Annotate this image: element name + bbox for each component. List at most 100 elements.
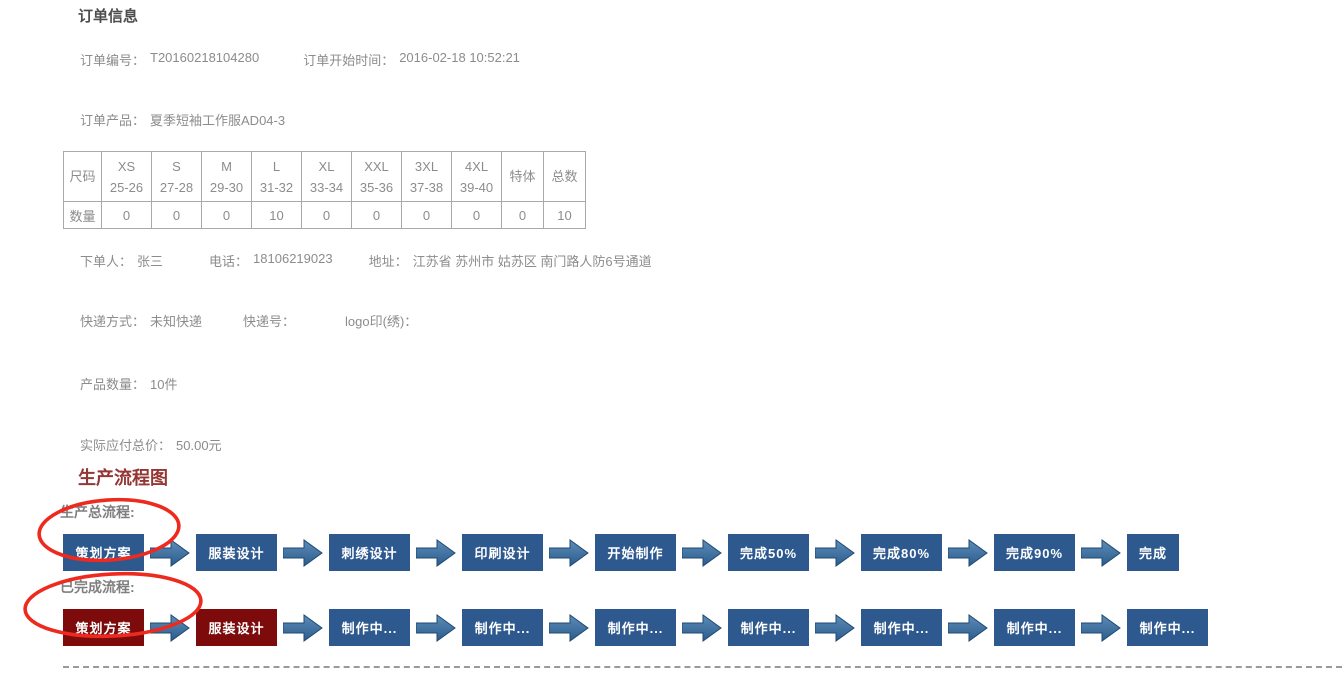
order-number: 订单编号： T20160218104280 [80, 50, 259, 69]
flow-arrow [682, 538, 722, 567]
flow-row-label: 生产总流程: [60, 504, 135, 520]
flow-arrow [416, 613, 456, 642]
logo-print-label: logo印(绣)： [345, 314, 418, 329]
flow-step: 制作中... [329, 609, 410, 646]
flow-step: 制作中... [994, 609, 1075, 646]
size-table-corner-cell: 尺码 [63, 151, 102, 202]
flow-arrow [549, 613, 589, 642]
quantity-row-label: 数量 [63, 201, 102, 229]
flow-step: 开始制作 [595, 534, 676, 571]
size-quantity-cell: 0 [401, 201, 452, 229]
flow-step: 印刷设计 [462, 534, 543, 571]
flow-step: 完成50% [728, 534, 809, 571]
buyer-name-label: 下单人： [80, 254, 133, 269]
flow-arrow-icon [150, 613, 190, 642]
flow-arrow [948, 613, 988, 642]
flow-chart-title: 生产流程图 [78, 468, 168, 488]
flow-arrow-icon [283, 538, 323, 567]
product-quantity: 产品数量： 10件 [80, 374, 177, 393]
order-meta-line: 订单编号： T20160218104280 订单开始时间： 2016-02-18… [80, 50, 520, 69]
flow-arrow [815, 538, 855, 567]
order-number-label: 订单编号： [80, 53, 146, 68]
flow-arrow-icon [682, 538, 722, 567]
express-number: 快递号： [243, 311, 300, 330]
buyer-name-value: 张三 [137, 254, 164, 269]
flow-step: 服装设计 [196, 534, 277, 571]
size-quantity-cell: 0 [501, 201, 544, 229]
buyer-phone: 电话： 18106219023 [209, 251, 333, 270]
flow-step: 刺绣设计 [329, 534, 410, 571]
flow-step: 制作中... [462, 609, 543, 646]
order-start-time-label: 订单开始时间： [303, 53, 395, 68]
flow-arrow-icon [815, 538, 855, 567]
express-line: 快递方式： 未知快递 快递号： logo印(绣)： [80, 311, 422, 330]
total-price-value: 50.00元 [176, 438, 222, 453]
total-price: 实际应付总价： 50.00元 [80, 435, 222, 454]
flow-arrow [416, 538, 456, 567]
order-product: 订单产品： 夏季短袖工作服AD04-3 [80, 110, 285, 129]
flow-step: 完成90% [994, 534, 1075, 571]
flow-step: 策划方案 [63, 609, 144, 646]
flow-arrow [1081, 613, 1121, 642]
size-quantity-cell: 0 [151, 201, 202, 229]
buyer-line: 下单人： 张三 电话： 18106219023 地址： 江苏省 苏州市 姑苏区 … [80, 251, 652, 270]
flow-arrow [682, 613, 722, 642]
flow-step: 策划方案 [63, 534, 144, 571]
flow-arrow-icon [948, 538, 988, 567]
size-column-header: 总数 [543, 151, 586, 202]
logo-print: logo印(绣)： [345, 311, 422, 330]
express-number-label: 快递号： [243, 314, 296, 329]
buyer-address: 地址： 江苏省 苏州市 姑苏区 南门路人防6号通道 [369, 251, 652, 270]
flow-row: 策划方案服装设计刺绣设计印刷设计开始制作完成50%完成80%完成90%完成 [63, 534, 1342, 571]
order-start-time: 订单开始时间： 2016-02-18 10:52:21 [303, 50, 520, 69]
product-quantity-label: 产品数量： [80, 377, 146, 392]
flow-row-label: 已完成流程: [60, 579, 135, 595]
size-quantity-cell: 10 [543, 201, 586, 229]
order-number-value: T20160218104280 [150, 50, 260, 65]
flow-arrow-icon [416, 613, 456, 642]
express-method: 快递方式： 未知快递 [80, 311, 202, 330]
flow-arrow [150, 538, 190, 567]
flow-arrow-icon [416, 538, 456, 567]
order-product-label: 订单产品： [80, 113, 146, 128]
flow-arrow-icon [150, 538, 190, 567]
buyer-phone-value: 18106219023 [253, 251, 333, 266]
flow-row: 策划方案服装设计制作中...制作中...制作中...制作中...制作中...制作… [63, 609, 1342, 646]
flow-arrow [948, 538, 988, 567]
flow-arrow-icon [815, 613, 855, 642]
express-method-value: 未知快递 [150, 314, 203, 329]
flow-step: 制作中... [861, 609, 942, 646]
product-quantity-value: 10件 [150, 377, 178, 392]
flow-arrow-icon [283, 613, 323, 642]
total-price-label: 实际应付总价： [80, 438, 172, 453]
flow-arrow [1081, 538, 1121, 567]
flow-step: 完成 [1127, 534, 1179, 571]
size-quantity-cell: 0 [451, 201, 502, 229]
total-price-line: 实际应付总价： 50.00元 [80, 435, 222, 454]
size-quantity-cell: 0 [351, 201, 402, 229]
flow-arrow-icon [549, 613, 589, 642]
flow-arrow-icon [682, 613, 722, 642]
size-column-header: 特体 [501, 151, 544, 202]
express-method-label: 快递方式： [80, 314, 146, 329]
flow-step: 制作中... [595, 609, 676, 646]
buyer-address-label: 地址： [368, 254, 408, 269]
flow-arrow [150, 613, 190, 642]
order-start-time-value: 2016-02-18 10:52:21 [399, 50, 520, 65]
buyer-address-value: 江苏省 苏州市 姑苏区 南门路人防6号通道 [412, 254, 652, 269]
buyer-name: 下单人： 张三 [80, 251, 163, 270]
flow-arrow [549, 538, 589, 567]
flow-arrow [283, 613, 323, 642]
product-quantity-line: 产品数量： 10件 [80, 374, 177, 393]
flow-arrow-icon [1081, 613, 1121, 642]
